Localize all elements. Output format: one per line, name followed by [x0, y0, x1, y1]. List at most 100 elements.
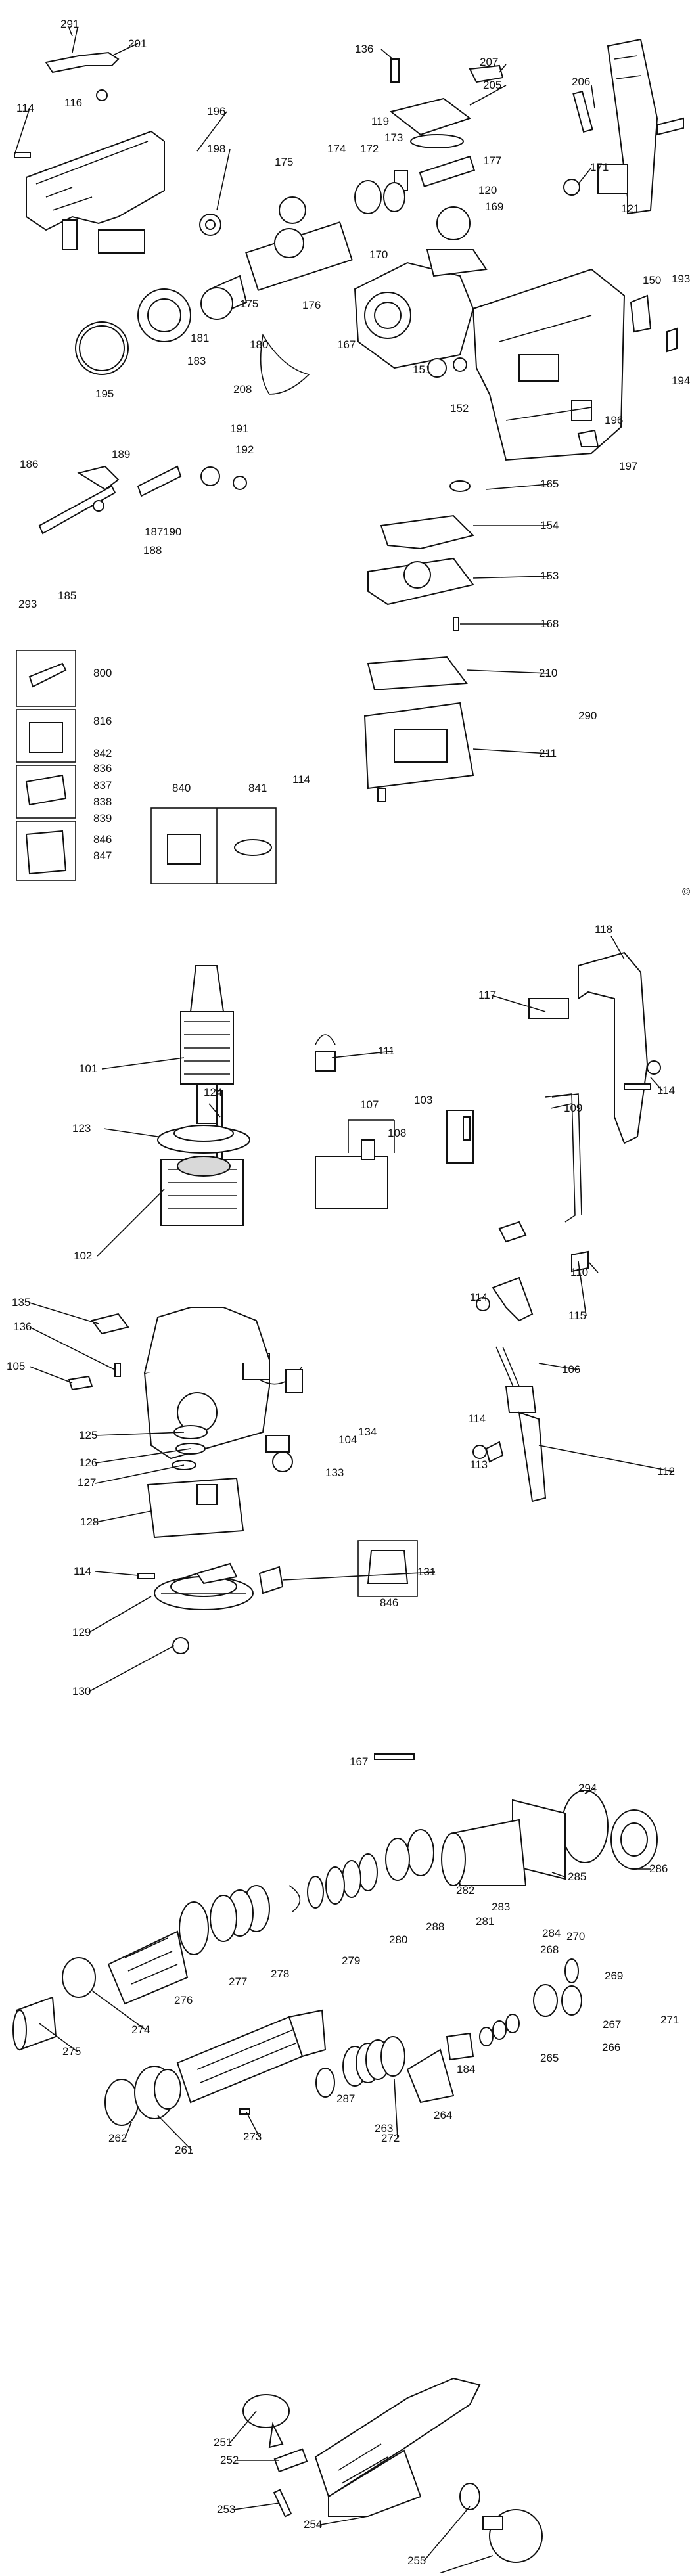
callout-293: 293: [18, 598, 37, 610]
callout-114: 114: [657, 1084, 675, 1096]
housing-right-shell: [472, 268, 678, 461]
callout-291: 291: [60, 18, 79, 30]
leader-line: [466, 669, 549, 674]
callout-172: 172: [360, 143, 379, 155]
leader-line: [157, 2115, 193, 2151]
callout-124: 124: [204, 1086, 222, 1098]
section-gearbox-housing: [14, 27, 684, 884]
callout-800: 800: [93, 667, 112, 679]
callout-186: 186: [20, 458, 38, 470]
leader-line: [29, 1302, 99, 1324]
callout-128: 128: [80, 1516, 99, 1528]
callout-177: 177: [483, 154, 501, 167]
callout-193: 193: [672, 273, 690, 285]
callout-280: 280: [389, 1933, 407, 1946]
callout-131: 131: [417, 1566, 436, 1578]
leader-line: [14, 108, 30, 156]
callout-167: 167: [337, 338, 356, 351]
callout-846: 846: [380, 1596, 398, 1609]
callout-175: 175: [275, 156, 293, 168]
cylinder-285: [441, 1799, 566, 1886]
callout-281: 281: [476, 1915, 494, 1928]
callout-267: 267: [603, 2018, 621, 2031]
cable-parts: [472, 1346, 547, 1503]
callout-121: 121: [621, 202, 639, 215]
leader-line: [88, 1596, 152, 1633]
callout-109: 109: [564, 1102, 582, 1114]
callout-272: 272: [381, 2132, 400, 2144]
leader-line: [587, 1261, 599, 1273]
leader-line: [208, 1103, 221, 1118]
stator-housing: [144, 1307, 270, 1374]
callout-136: 136: [13, 1321, 32, 1333]
motor-endcap: [147, 1477, 244, 1539]
threaded-252: [273, 2448, 308, 2473]
callout-104: 104: [338, 1434, 357, 1446]
tool-holder: [12, 1930, 189, 2051]
callout-184: 184: [457, 2063, 475, 2075]
callout-255: 255: [407, 2554, 426, 2567]
leader-line: [72, 27, 78, 53]
callout-294: 294: [578, 1782, 597, 1794]
callout-152: 152: [450, 402, 469, 415]
leader-line: [538, 1363, 579, 1370]
callout-114: 114: [74, 1565, 91, 1577]
lock-parts: [38, 465, 247, 535]
callout-126: 126: [79, 1457, 97, 1469]
knob-256: [482, 2509, 543, 2563]
kit-boxes: [16, 650, 277, 884]
leader-line: [320, 2516, 369, 2525]
callout-276: 276: [174, 1994, 193, 2006]
callout-284: 284: [542, 1927, 561, 1939]
leader-line: [95, 1448, 191, 1464]
callout-816: 816: [93, 715, 112, 727]
callout-114: 114: [16, 102, 34, 114]
callout-107: 107: [360, 1098, 379, 1111]
leader-line: [39, 2023, 78, 2052]
leader-line: [491, 995, 546, 1012]
callout-170: 170: [369, 248, 388, 261]
callout-194: 194: [672, 374, 690, 387]
callout-268: 268: [540, 1943, 559, 1956]
callout-134: 134: [358, 1426, 377, 1438]
bottom-rings: [104, 2066, 181, 2126]
leader-line: [394, 2079, 398, 2139]
callout-168: 168: [540, 618, 559, 630]
leader-line: [472, 748, 549, 754]
callout-840: 840: [172, 782, 191, 794]
leader-line: [650, 1077, 663, 1091]
callout-112: 112: [657, 1465, 675, 1478]
callout-265: 265: [540, 2052, 559, 2064]
callout-174: 174: [327, 143, 346, 155]
gear-cover: [389, 58, 504, 191]
callout-282: 282: [456, 1884, 474, 1897]
leader-line: [196, 111, 227, 152]
o-ring-294: [561, 1790, 609, 1863]
callout-153: 153: [540, 570, 559, 582]
callout-274: 274: [131, 2023, 150, 2036]
ring-stack-right: [406, 1958, 582, 2104]
gear-housing: [354, 249, 488, 378]
callout-275: 275: [62, 2045, 81, 2058]
callout-114: 114: [292, 773, 310, 786]
switch-assembly: [476, 1093, 589, 1322]
leader-line: [429, 2555, 494, 2576]
housing-left-shell: [26, 130, 221, 254]
callout-176: 176: [302, 299, 321, 311]
callout-842: 842: [93, 747, 112, 759]
callout-264: 264: [434, 2109, 452, 2121]
callout-277: 277: [229, 1976, 247, 1988]
callout-210: 210: [539, 667, 557, 679]
section-motor-handle: [68, 951, 661, 1654]
side-clips: [68, 1313, 303, 1585]
rear-handle: [563, 38, 684, 215]
leader-line: [246, 2112, 260, 2138]
leader-line: [95, 1571, 139, 1576]
callout-195: 195: [95, 388, 114, 400]
callout-189: 189: [112, 448, 130, 461]
callout-113: 113: [470, 1458, 488, 1471]
callout-111: 111: [378, 1045, 395, 1057]
